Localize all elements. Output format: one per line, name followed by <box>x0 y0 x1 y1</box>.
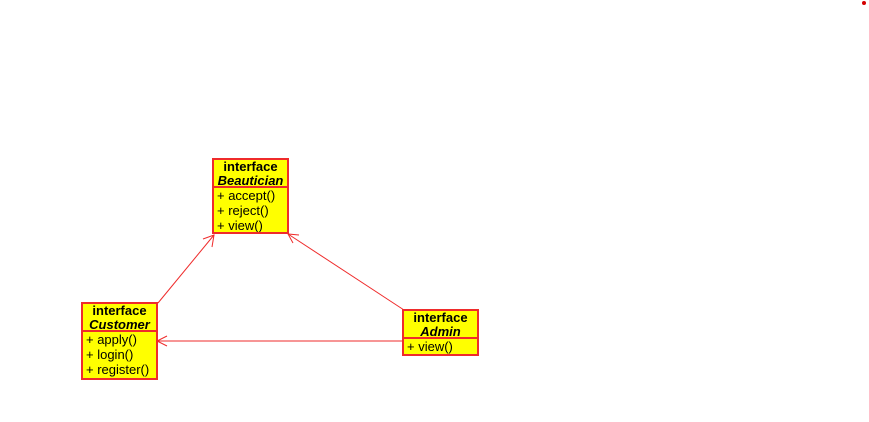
class-customer[interactable]: interface Customer + apply() + login() +… <box>81 302 158 380</box>
method-item[interactable]: + view() <box>407 339 453 354</box>
arrowhead-icon <box>287 233 300 244</box>
canvas-dot-marker <box>862 1 866 5</box>
method-item[interactable]: + register() <box>86 362 150 377</box>
method-item[interactable]: + accept() <box>217 188 276 203</box>
method-list: + view() <box>404 339 477 354</box>
class-admin[interactable]: interface Admin + view() <box>402 309 479 356</box>
method-item[interactable]: + apply() <box>86 332 137 347</box>
method-item[interactable]: + reject() <box>217 203 269 218</box>
edge-customer-to-beautician[interactable] <box>157 234 215 304</box>
arrowhead-icon <box>202 234 215 248</box>
method-item[interactable]: + login() <box>86 347 134 362</box>
class-name: Customer <box>89 318 150 330</box>
class-header: interface Beautician <box>214 160 287 188</box>
edge-admin-to-customer[interactable] <box>155 335 404 347</box>
class-header: interface Admin <box>404 311 477 339</box>
class-name: Beautician <box>217 174 284 186</box>
stereotype-label: interface <box>92 303 147 318</box>
method-list: + apply() + login() + register() <box>83 332 156 377</box>
class-beautician[interactable]: interface Beautician + accept() + reject… <box>212 158 289 234</box>
class-name: Admin <box>420 325 461 337</box>
class-header: interface Customer <box>83 304 156 332</box>
method-item[interactable]: + view() <box>217 218 263 233</box>
edge-admin-to-beautician[interactable] <box>287 233 405 311</box>
arrowhead-icon <box>155 335 168 347</box>
method-list: + accept() + reject() + view() <box>214 188 287 233</box>
stereotype-label: interface <box>223 159 278 174</box>
stereotype-label: interface <box>413 310 468 325</box>
